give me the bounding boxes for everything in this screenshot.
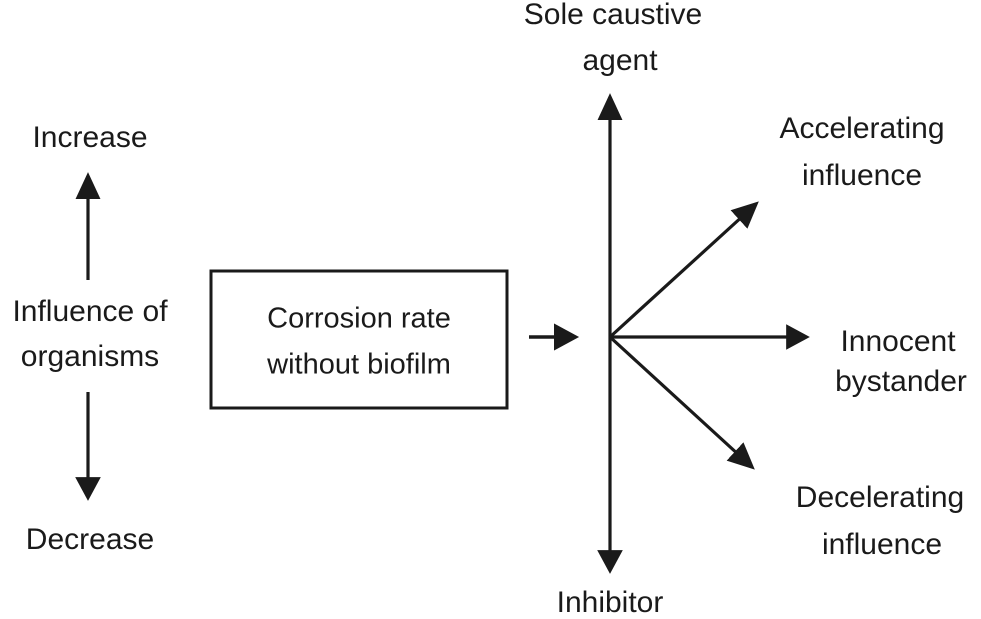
decrease-label: Decrease: [26, 523, 154, 556]
accelerating-influence-label-line2: influence: [802, 159, 922, 192]
increase-label: Increase: [32, 121, 147, 154]
accelerating-influence-arrow: [608, 201, 759, 339]
outcome-fan: [597, 93, 810, 574]
innocent-bystander-label-line2: bystander: [835, 365, 967, 398]
decelerating-influence-label-line2: influence: [822, 528, 942, 561]
inhibitor-label: Inhibitor: [557, 586, 664, 619]
corrosion-rate-box: [209, 269, 509, 410]
sole-caustive-agent-label-line2: agent: [582, 44, 658, 77]
decelerating-influence-label-line1: Decelerating: [796, 481, 964, 514]
decelerating-influence-arrow: [608, 335, 755, 470]
corrosion-rate-box-outline: [209, 269, 509, 410]
influence-of-organisms-label-line1: Influence of: [12, 295, 168, 328]
corrosion-rate-box-label-line2: without biofilm: [266, 349, 451, 381]
accelerating-influence-label-line1: Accelerating: [779, 112, 944, 145]
innocent-bystander-label-line1: Innocent: [840, 325, 956, 358]
corrosion-rate-box-label-line1: Corrosion rate: [267, 303, 451, 335]
sole-caustive-agent-label-line1: Sole caustive: [524, 0, 702, 31]
influence-of-organisms-label-line2: organisms: [21, 340, 159, 373]
